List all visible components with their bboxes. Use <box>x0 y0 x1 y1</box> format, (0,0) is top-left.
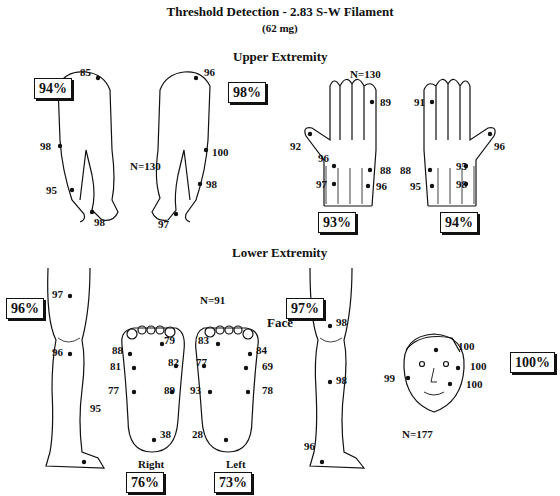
callout-number: Left <box>226 458 246 470</box>
callout-number: N=130 <box>350 68 381 80</box>
callout-number: 95 <box>410 180 421 192</box>
callout-number: 85 <box>80 66 91 78</box>
callout-number: 98 <box>336 316 347 328</box>
callout-number: 100 <box>466 378 483 390</box>
callout-number: 97 <box>158 218 169 230</box>
callout-number: 83 <box>198 334 209 346</box>
percentage-value: 93% <box>323 215 351 230</box>
callout-number: 96 <box>304 440 315 452</box>
callout-number: 82 <box>168 356 179 368</box>
callout-number: N=130 <box>130 160 161 172</box>
percentage-value: 94% <box>445 215 473 230</box>
callout-number: Right <box>138 458 164 470</box>
callout-number: 92 <box>290 140 301 152</box>
callout-number: 100 <box>470 360 487 372</box>
callout-number: 98 <box>40 140 51 152</box>
percentage-value: 97% <box>291 301 319 316</box>
callout-number: 96 <box>318 152 329 164</box>
callout-number: 38 <box>160 428 171 440</box>
percentage-box: 76% <box>126 472 164 493</box>
callout-number: 88 <box>400 164 411 176</box>
callout-number: 69 <box>262 360 273 372</box>
callout-number: 95 <box>46 184 57 196</box>
callout-number: 88 <box>380 164 391 176</box>
callout-number: 95 <box>456 160 467 172</box>
section-heading: Upper Extremity <box>233 50 327 64</box>
callout-number: 100 <box>212 146 229 158</box>
percentage-box: 98% <box>228 82 266 103</box>
percentage-value: 76% <box>131 475 159 490</box>
callout-number: 91 <box>414 96 425 108</box>
callout-number: 96 <box>52 346 63 358</box>
callout-number: 96 <box>494 140 505 152</box>
callout-number: 28 <box>192 428 203 440</box>
percentage-box: 100% <box>510 352 555 373</box>
callout-number: 78 <box>262 384 273 396</box>
section-heading: Lower Extremity <box>232 246 327 260</box>
percentage-box: 93% <box>318 212 356 233</box>
callout-number: 100 <box>458 340 475 352</box>
percentage-value: 73% <box>219 475 247 490</box>
callout-number: 89 <box>164 384 175 396</box>
percentage-box: 94% <box>34 78 72 99</box>
percentage-value: 100% <box>515 355 550 370</box>
callout-number: 98 <box>94 216 105 228</box>
callout-number: 96 <box>376 180 387 192</box>
callout-number: 98 <box>206 178 217 190</box>
callout-number: 97 <box>316 178 327 190</box>
callout-number: 95 <box>90 402 101 414</box>
section-heading: Face <box>267 316 293 330</box>
callout-number: 98 <box>456 178 467 190</box>
callout-number: N=91 <box>200 294 225 306</box>
percentage-value: 96% <box>11 301 39 316</box>
callout-number: 81 <box>110 360 121 372</box>
percentage-box: 94% <box>440 212 478 233</box>
percentage-value: 98% <box>233 85 261 100</box>
percentage-value: 94% <box>39 81 67 96</box>
percentage-box: 96% <box>6 298 44 319</box>
callout-number: 97 <box>52 288 63 300</box>
callout-number: 93 <box>190 384 201 396</box>
percentage-box: 73% <box>214 472 252 493</box>
callout-number: 89 <box>380 96 391 108</box>
callout-number: 84 <box>256 344 267 356</box>
callout-number: 96 <box>204 66 215 78</box>
callout-number: (62 mg) <box>262 22 298 34</box>
callout-number: 79 <box>164 334 175 346</box>
callout-number: 98 <box>336 374 347 386</box>
callout-number: 77 <box>196 356 207 368</box>
chart-title: Threshold Detection - 2.83 S-W Filament <box>0 4 560 20</box>
callout-number: N=177 <box>402 428 433 440</box>
callout-number: 77 <box>108 384 119 396</box>
callout-number: 88 <box>112 344 123 356</box>
callout-number: 99 <box>384 372 395 384</box>
